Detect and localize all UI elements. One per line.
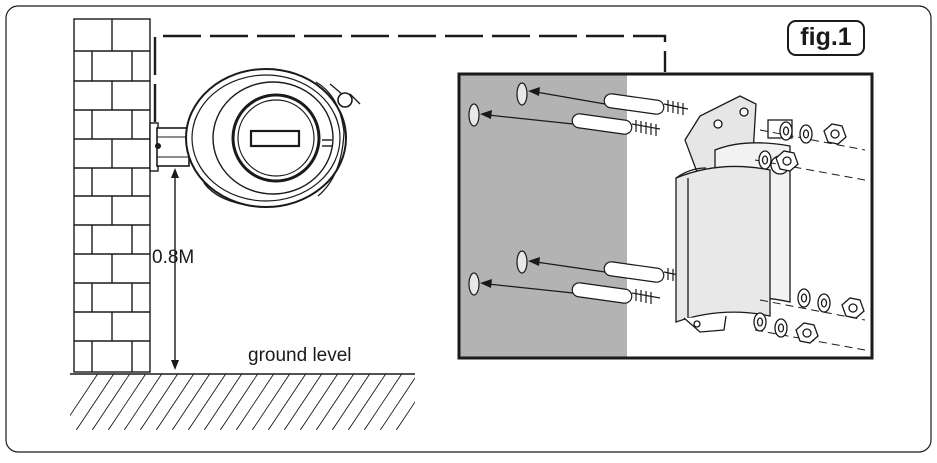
wall-hole: [516, 250, 528, 274]
figure-label: fig.1: [787, 20, 865, 56]
wall-plug-upper: [571, 93, 689, 136]
brick-wall: [73, 18, 151, 373]
height-label: 0.8M: [152, 247, 195, 268]
outer-frame: [5, 5, 932, 453]
insertion-arrows: [480, 87, 606, 294]
height-dimension-arrow: [171, 168, 179, 370]
ground-hatch: [70, 374, 415, 430]
detail-leader-line: [153, 34, 667, 122]
wall-plug-lower: [571, 261, 689, 304]
inset-border: [457, 72, 874, 360]
washers-and-nuts: [753, 121, 866, 351]
wall-hole: [516, 82, 528, 106]
wall-hole: [468, 272, 480, 296]
ground-level-label: ground level: [248, 345, 352, 366]
bracket-detail-inset: [457, 72, 874, 360]
hose-reel: [149, 68, 361, 208]
wall-hole: [468, 103, 480, 127]
mounting-bracket: [675, 95, 793, 333]
